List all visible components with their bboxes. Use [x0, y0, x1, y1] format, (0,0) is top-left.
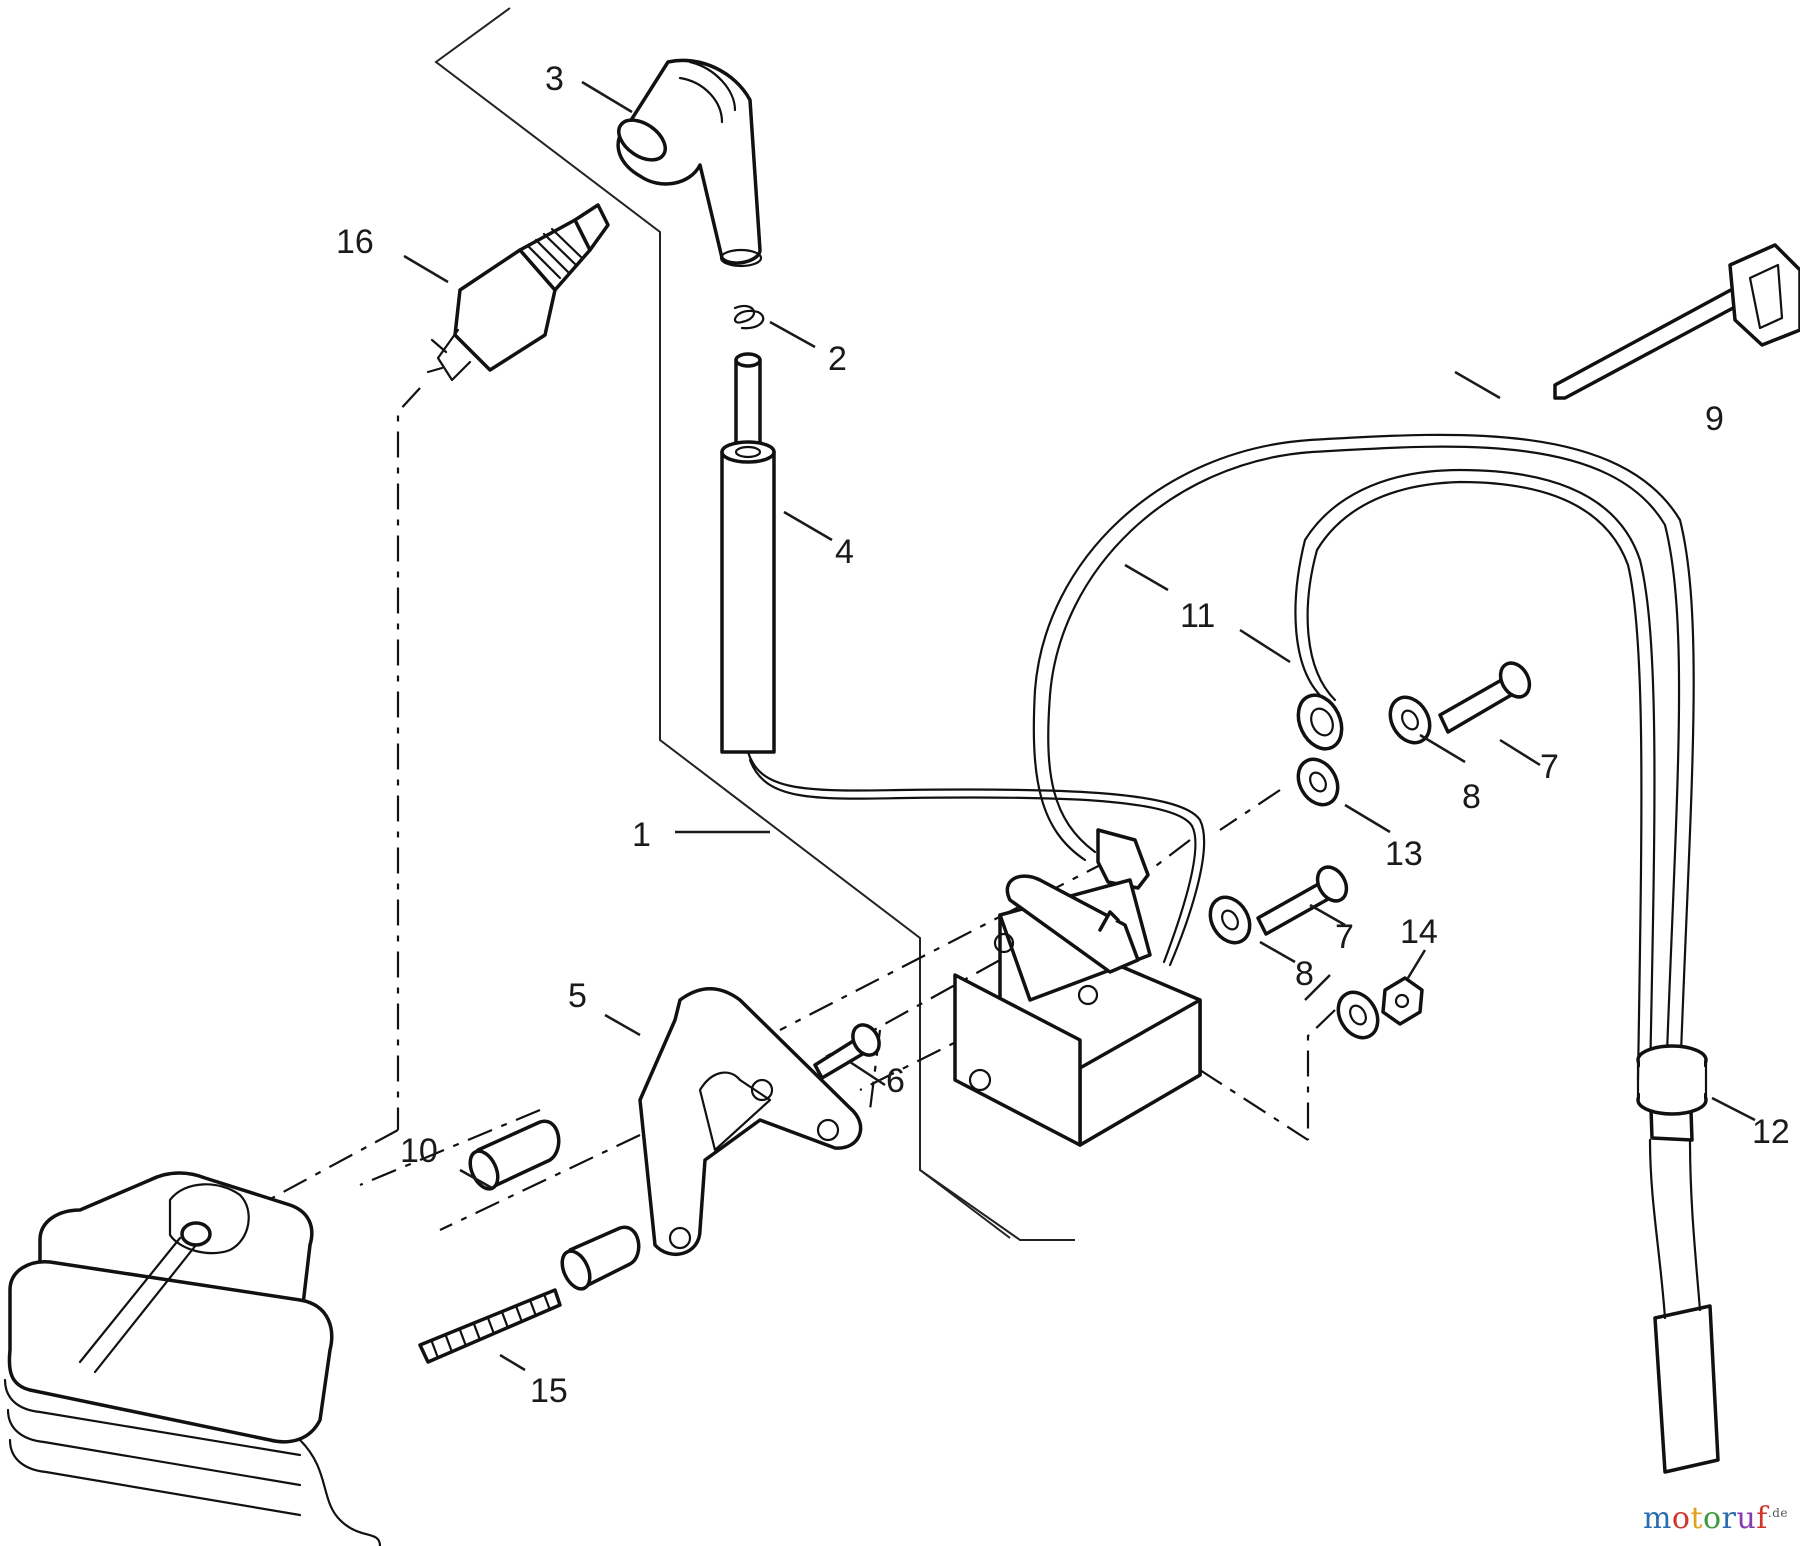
spacers-and-stud: [418, 1119, 641, 1364]
label-6: 6: [886, 1062, 905, 1100]
label-2: 2: [828, 340, 847, 378]
wire-harness: [746, 433, 1720, 1474]
part-labels: 3 16 2 9 4 11 7 8 1 13 14 7 8 5 6 12 10 …: [336, 60, 1790, 1410]
engine-cylinder: [3, 1171, 382, 1546]
watermark-letter: o: [1671, 1501, 1691, 1536]
label-8a: 8: [1462, 778, 1481, 816]
watermark-letter: m: [1642, 1501, 1672, 1536]
label-4: 4: [835, 533, 854, 571]
label-10: 10: [400, 1132, 438, 1170]
ignition-module: [953, 874, 1202, 1147]
watermark-letter: f: [1756, 1501, 1768, 1536]
label-5: 5: [568, 977, 587, 1015]
screws: [813, 661, 1532, 1080]
mounting-bracket: [638, 987, 863, 1256]
label-14: 14: [1400, 913, 1438, 951]
label-7a: 7: [1540, 748, 1559, 786]
label-13: 13: [1385, 835, 1423, 873]
ignition-sleeve: [720, 352, 776, 754]
grommet: [1636, 1044, 1708, 1116]
assembly-frame: [434, 7, 1075, 1241]
label-15: 15: [530, 1372, 568, 1410]
washers-and-nut: [1208, 695, 1432, 1040]
label-11: 11: [1180, 597, 1215, 635]
label-3: 3: [545, 60, 564, 98]
cable-tie: [1553, 243, 1800, 400]
spring: [733, 305, 765, 330]
watermark-letter: r: [1721, 1501, 1737, 1536]
watermark-logo: motoruf.de: [1643, 1501, 1788, 1536]
label-8b: 8: [1295, 955, 1314, 993]
spark-plug: [426, 203, 610, 382]
label-12: 12: [1752, 1113, 1790, 1151]
watermark-letter: t: [1690, 1501, 1704, 1536]
leader-lines: [403, 80, 1756, 1372]
label-1: 1: [632, 816, 651, 854]
spark-plug-boot: [616, 58, 763, 268]
label-7b: 7: [1335, 918, 1354, 956]
watermark-letter: u: [1736, 1501, 1757, 1536]
label-9: 9: [1705, 400, 1724, 438]
label-16: 16: [336, 223, 374, 261]
watermark-letter: o: [1703, 1501, 1722, 1536]
watermark-suffix: .de: [1767, 1506, 1788, 1520]
